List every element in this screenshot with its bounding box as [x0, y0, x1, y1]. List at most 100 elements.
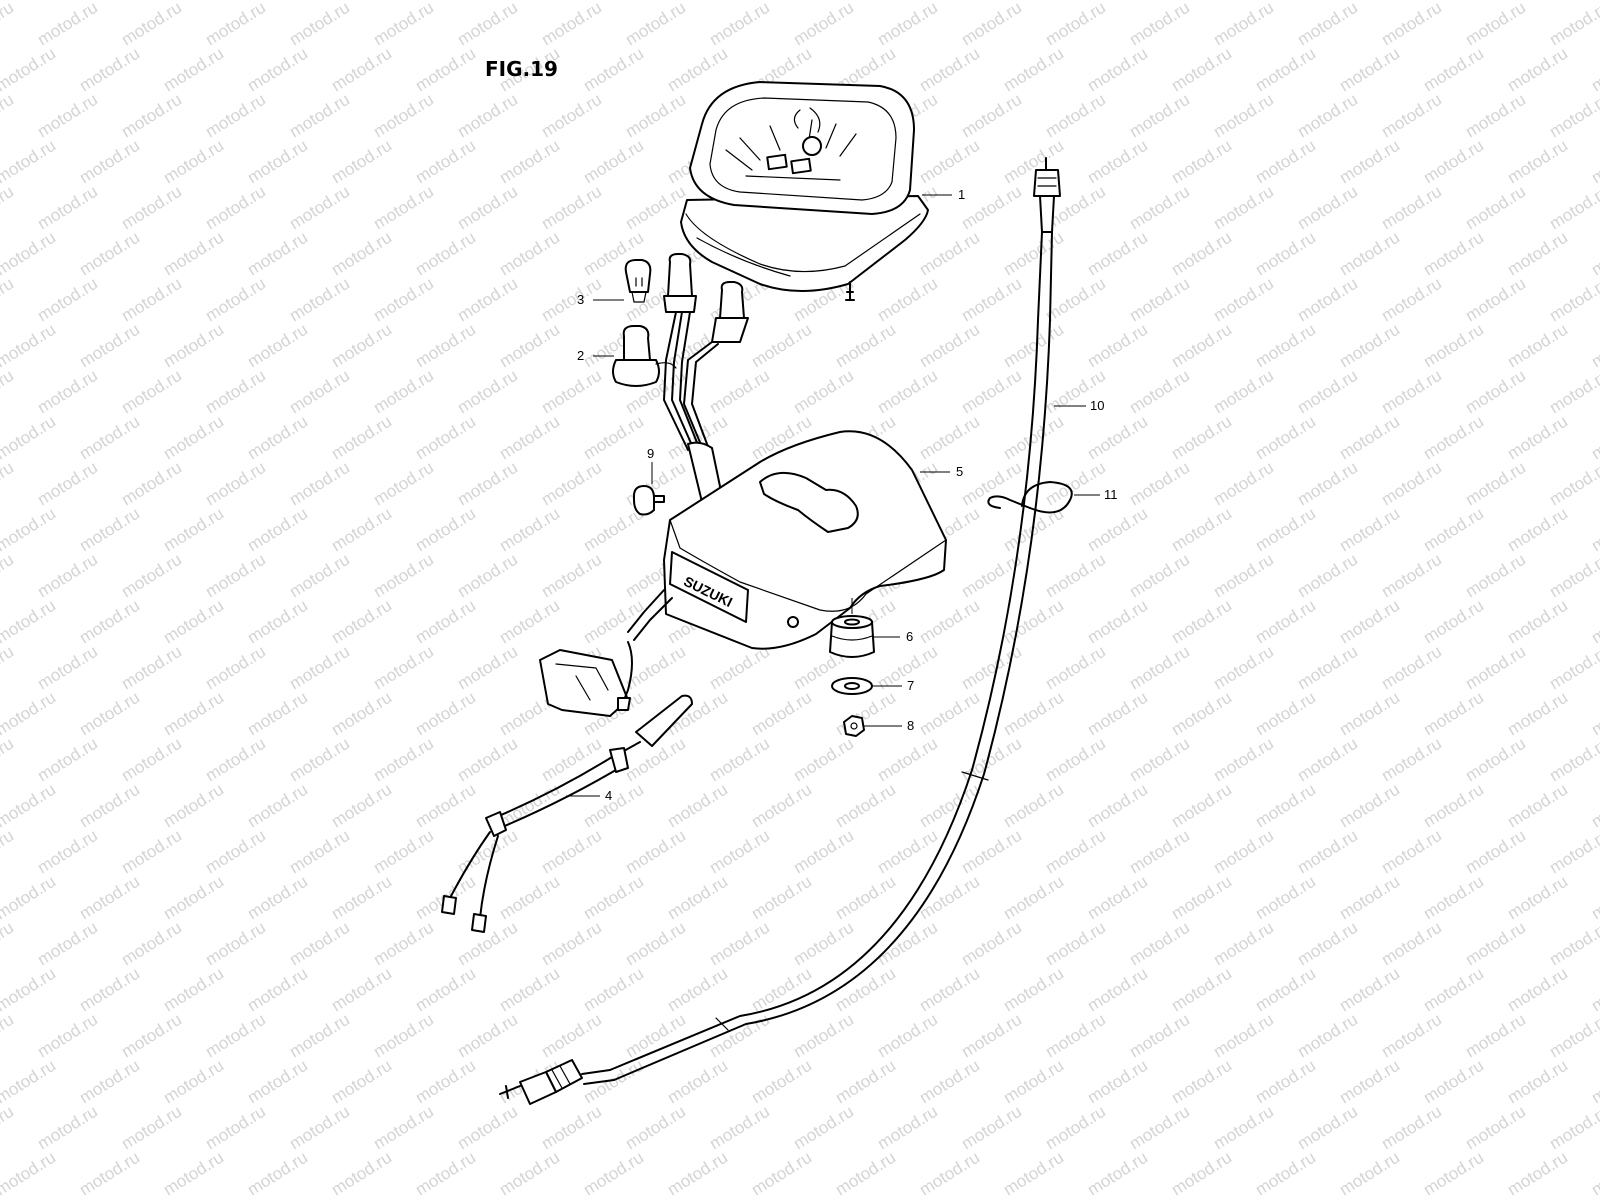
- watermark-text: motod.ru: [370, 1010, 437, 1062]
- watermark-text: motod.ru: [1000, 1148, 1067, 1200]
- watermark-text: motod.ru: [496, 320, 563, 372]
- watermark-text: motod.ru: [832, 1148, 899, 1200]
- watermark-text: motod.ru: [706, 1102, 773, 1154]
- watermark-text: motod.ru: [0, 1148, 59, 1200]
- watermark-text: motod.ru: [874, 826, 941, 878]
- watermark-text: motod.ru: [916, 1148, 983, 1200]
- watermark-text: motod.ru: [1210, 734, 1277, 786]
- watermark-text: motod.ru: [1336, 504, 1403, 556]
- callout-4: 4: [605, 788, 612, 803]
- watermark-text: motod.ru: [0, 182, 17, 234]
- watermark-text: motod.ru: [790, 366, 857, 418]
- watermark-text: motod.ru: [1168, 596, 1235, 648]
- callout-2: 2: [577, 348, 584, 363]
- watermark-text: motod.ru: [1252, 964, 1319, 1016]
- watermark-text: motod.ru: [160, 320, 227, 372]
- watermark-text: motod.ru: [370, 734, 437, 786]
- watermark-text: motod.ru: [580, 964, 647, 1016]
- watermark-text: motod.ru: [1000, 688, 1067, 740]
- watermark-text: motod.ru: [76, 688, 143, 740]
- watermark-text: motod.ru: [1336, 1148, 1403, 1200]
- watermark-text: motod.ru: [1546, 90, 1600, 142]
- watermark-text: motod.ru: [412, 44, 479, 96]
- watermark-text: motod.ru: [34, 642, 101, 694]
- watermark-text: motod.ru: [1294, 1102, 1361, 1154]
- watermark-text: motod.ru: [0, 136, 59, 188]
- watermark-text: motod.ru: [412, 504, 479, 556]
- watermark-text: motod.ru: [118, 366, 185, 418]
- watermark-text: motod.ru: [328, 688, 395, 740]
- watermark-text: motod.ru: [1000, 44, 1067, 96]
- watermark-text: motod.ru: [1252, 688, 1319, 740]
- watermark-text: motod.ru: [874, 734, 941, 786]
- watermark-text: motod.ru: [1546, 458, 1600, 510]
- watermark-text: motod.ru: [1084, 228, 1151, 280]
- figure-title: FIG.19: [485, 57, 558, 81]
- watermark-text: motod.ru: [328, 44, 395, 96]
- callout-6: 6: [906, 629, 913, 644]
- watermark-text: motod.ru: [1588, 228, 1600, 280]
- watermark-text: motod.ru: [286, 734, 353, 786]
- watermark-text: motod.ru: [1042, 1010, 1109, 1062]
- watermark-text: motod.ru: [1546, 550, 1600, 602]
- watermark-text: motod.ru: [202, 1010, 269, 1062]
- watermark-text: motod.ru: [1126, 458, 1193, 510]
- watermark-text: motod.ru: [790, 734, 857, 786]
- watermark-text: motod.ru: [916, 1056, 983, 1108]
- watermark-text: motod.ru: [0, 412, 59, 464]
- watermark-text: motod.ru: [286, 826, 353, 878]
- watermark-text: motod.ru: [1420, 596, 1487, 648]
- watermark-text: motod.ru: [1294, 550, 1361, 602]
- watermark-text: motod.ru: [1378, 1010, 1445, 1062]
- watermark-text: motod.ru: [538, 366, 605, 418]
- watermark-text: motod.ru: [0, 964, 59, 1016]
- watermark-text: motod.ru: [496, 596, 563, 648]
- watermark-text: motod.ru: [1336, 688, 1403, 740]
- watermark-text: motod.ru: [202, 550, 269, 602]
- watermark-text: motod.ru: [1000, 780, 1067, 832]
- watermark-text: motod.ru: [1294, 458, 1361, 510]
- watermark-text: motod.ru: [1210, 826, 1277, 878]
- watermark-text: motod.ru: [1588, 1148, 1600, 1200]
- watermark-text: motod.ru: [1210, 182, 1277, 234]
- watermark-text: motod.ru: [1420, 320, 1487, 372]
- watermark-text: motod.ru: [1504, 1056, 1571, 1108]
- watermark-text: motod.ru: [874, 1010, 941, 1062]
- watermark-text: motod.ru: [916, 596, 983, 648]
- watermark-text: motod.ru: [0, 550, 17, 602]
- watermark-text: motod.ru: [1588, 44, 1600, 96]
- watermark-text: motod.ru: [622, 1010, 689, 1062]
- watermark-text: motod.ru: [286, 182, 353, 234]
- watermark-text: motod.ru: [916, 964, 983, 1016]
- watermark-text: motod.ru: [454, 0, 521, 49]
- watermark-text: motod.ru: [76, 504, 143, 556]
- watermark-text: motod.ru: [1084, 320, 1151, 372]
- watermark-text: motod.ru: [1168, 412, 1235, 464]
- watermark-text: motod.ru: [118, 550, 185, 602]
- watermark-text: motod.ru: [1462, 458, 1529, 510]
- watermark-text: motod.ru: [916, 228, 983, 280]
- watermark-text: motod.ru: [1336, 964, 1403, 1016]
- watermark-text: motod.ru: [1546, 1102, 1600, 1154]
- watermark-text: motod.ru: [370, 90, 437, 142]
- watermark-text: motod.ru: [580, 780, 647, 832]
- watermark-text: motod.ru: [832, 320, 899, 372]
- watermark-text: motod.ru: [958, 182, 1025, 234]
- watermark-text: motod.ru: [202, 826, 269, 878]
- watermark-text: motod.ru: [202, 182, 269, 234]
- watermark-text: motod.ru: [496, 872, 563, 924]
- watermark-text: motod.ru: [1420, 964, 1487, 1016]
- watermark-text: motod.ru: [1546, 918, 1600, 970]
- watermark-text: motod.ru: [118, 918, 185, 970]
- watermark-text: motod.ru: [1336, 1056, 1403, 1108]
- watermark-text: motod.ru: [328, 136, 395, 188]
- watermark-text: motod.ru: [1378, 274, 1445, 326]
- watermark-text: motod.ru: [1294, 90, 1361, 142]
- watermark-text: motod.ru: [1588, 688, 1600, 740]
- watermark-text: motod.ru: [874, 1102, 941, 1154]
- watermark-text: motod.ru: [1210, 366, 1277, 418]
- watermark-text: motod.ru: [1084, 688, 1151, 740]
- watermark-text: motod.ru: [958, 366, 1025, 418]
- watermark-text: motod.ru: [580, 412, 647, 464]
- watermark-text: motod.ru: [1084, 780, 1151, 832]
